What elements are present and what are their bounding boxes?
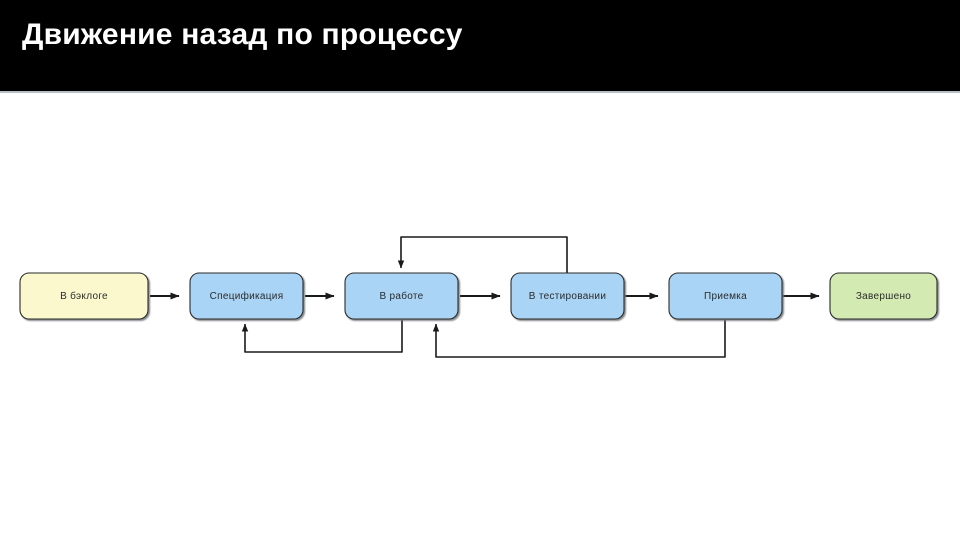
node-acceptance-label: Приемка [704,291,747,302]
node-spec[interactable]: Спецификация [189,272,304,320]
node-spec-label: Спецификация [210,290,284,302]
node-done-shape[interactable] [829,272,938,320]
backward-edges-group [241,236,726,358]
node-backlog-shape[interactable] [19,272,149,320]
backward-edge-inprogress-to-spec [241,320,403,353]
node-spec-shape[interactable] [189,272,304,320]
backward-edge-acceptance-to-inprogress [432,320,726,358]
node-inprogress[interactable]: В работе [344,272,459,320]
node-done-label: Завершено [856,291,911,302]
node-testing-shape[interactable] [510,272,625,320]
node-inprogress-shape[interactable] [344,272,459,320]
process-flow-diagram: В бэклоге Спецификация В работе В тестир… [0,92,960,540]
page-title: Движение назад по процессу [22,18,463,51]
diagram-canvas: В бэклоге Спецификация В работе В тестир… [19,236,938,358]
header-band [0,0,960,91]
backward-edge-testing-to-inprogress [397,236,568,273]
node-backlog-label: В бэклоге [60,290,108,302]
node-testing[interactable]: В тестировании [510,272,625,320]
node-acceptance[interactable]: Приемка [668,272,783,320]
node-backlog[interactable]: В бэклоге [19,272,149,320]
node-testing-label: В тестировании [529,291,606,302]
node-acceptance-shape[interactable] [668,272,783,320]
header-divider [0,91,960,93]
node-inprogress-label: В работе [379,290,423,302]
node-done[interactable]: Завершено [829,272,938,320]
